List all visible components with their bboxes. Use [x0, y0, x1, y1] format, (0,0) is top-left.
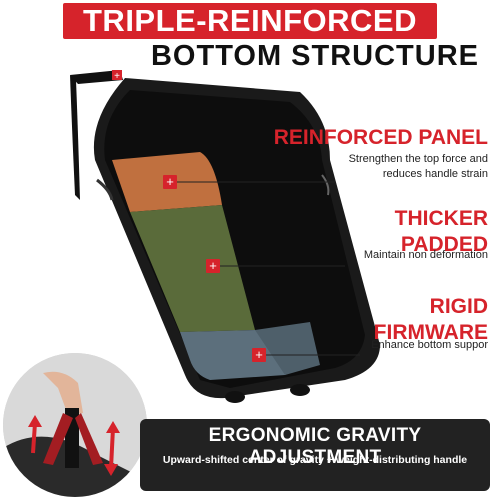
strap-plus-icon: +: [114, 71, 120, 82]
marker-3-icon: +: [252, 347, 266, 362]
footer-banner: [140, 419, 490, 491]
callout-rigid-firmware-desc: Enhance bottom suppor: [371, 339, 488, 351]
side-handle: [96, 178, 114, 201]
title-banner: [63, 3, 437, 39]
wheel-right: [290, 384, 310, 396]
strap-marker-icon: [112, 70, 122, 80]
callout-thicker-padded-desc: Maintain non deformation: [363, 249, 488, 261]
strap-top: [70, 70, 123, 84]
svg-text:+: +: [255, 347, 263, 362]
footer-desc: Upward-shifted center of gravity + weigh…: [162, 454, 468, 466]
layer-firmware-side: [255, 322, 320, 375]
callout-rigid-firmware-title: RIGID FIRMWARE: [373, 295, 488, 344]
callout-thicker-padded-title: THICKER PADDED: [394, 207, 488, 256]
hand-grip-illustration: [3, 353, 147, 497]
layer-thicker-padded: [130, 205, 255, 332]
side-clip: [321, 174, 330, 196]
svg-text:+: +: [166, 174, 174, 189]
page-subtitle: BOTTOM STRUCTURE: [150, 40, 479, 72]
marker-2-icon: +: [206, 258, 220, 273]
marker-1-icon: +: [163, 174, 177, 189]
shoulder-strap: [70, 75, 80, 200]
svg-text:+: +: [209, 258, 217, 273]
handle-inset-photo: [0, 350, 150, 500]
page-title: TRIPLE-REINFORCED: [83, 3, 417, 38]
footer-title: ERGONOMIC GRAVITY ADJUSTMENT: [208, 425, 422, 468]
callout-reinforced-panel-title: REINFORCED PANEL: [273, 126, 488, 149]
callout-reinforced-panel-desc: Strengthen the top force and reduces han…: [348, 153, 488, 180]
wheel-left: [225, 391, 245, 403]
